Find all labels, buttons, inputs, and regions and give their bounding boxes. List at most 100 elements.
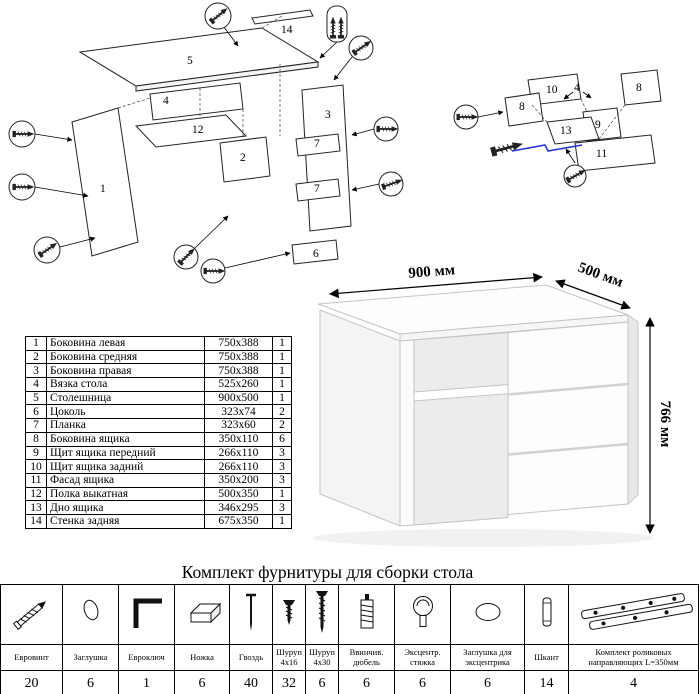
part-qty: 2 (272, 404, 292, 420)
part-size: 350x110 (204, 431, 273, 447)
part-label-10: 10 (546, 84, 558, 96)
hardware-qty: 4 (568, 670, 699, 694)
part-size: 750x388 (204, 363, 273, 379)
part-number: 2 (25, 349, 47, 365)
drawer-seam-1 (507, 382, 629, 396)
hardware-qty: 6 (62, 670, 119, 694)
part-label-11: 11 (596, 148, 607, 160)
part-number: 14 (25, 513, 47, 529)
dimension-width-label: 900 мм (408, 262, 456, 282)
part-size: 323x74 (204, 404, 273, 420)
hardware-qty: 40 (229, 670, 273, 694)
hardware-icon-cell (524, 584, 569, 645)
part-size: 750x388 (204, 349, 273, 365)
hardware-icon-cell (305, 584, 339, 645)
hardware-qty: 6 (450, 670, 525, 694)
part-qty: 1 (272, 513, 292, 529)
desk-exploded-diagram: 5 14 4 12 2 3 7 7 6 1 (8, 2, 404, 284)
part-size: 675x350 (204, 513, 273, 529)
cam-lock-icon (412, 596, 433, 627)
wood-dowel-icon (542, 597, 551, 627)
desk-body (317, 284, 639, 527)
part-qty: 6 (272, 431, 292, 447)
cap-icon (83, 599, 98, 621)
drawer-facade-panel (574, 134, 656, 172)
middle-side-panel (219, 136, 271, 183)
hardware-name: Ножка (174, 644, 230, 671)
tabletop-edge (135, 61, 319, 92)
part-qty: 3 (272, 500, 292, 515)
hardware-qtys-row: 20 6 1 6 40 32 6 6 6 6 14 4 (0, 670, 699, 694)
part-label-9: 9 (595, 119, 601, 131)
part-qty: 1 (272, 377, 292, 392)
hardware-name: Гвоздь (229, 644, 273, 671)
part-number: 5 (25, 390, 47, 406)
hardware-name: Заглушка для эксцентрика (450, 644, 525, 671)
hardware-qty: 1 (118, 670, 175, 694)
part-label-14: 14 (281, 24, 293, 36)
drawer-exploded-diagram: 10 8 8 9 13 11 4 (453, 69, 662, 188)
confirmat-screw-icon (12, 601, 46, 630)
part-name: Цоколь (46, 404, 205, 420)
hardware-icon-cell (118, 584, 175, 645)
hardware-qty: 32 (272, 670, 306, 694)
part-number: 4 (25, 377, 47, 392)
hardware-name: Шуруп 4x16 (272, 644, 306, 671)
hardware-table: Евровинт Заглушка Евроключ Ножка Гвоздь … (0, 584, 699, 694)
hardware-qty: 6 (305, 670, 339, 694)
drawer-seam-2 (507, 442, 629, 456)
hardware-qty: 14 (524, 670, 569, 694)
part-name: Стенка задняя (46, 513, 205, 529)
part-number: 10 (25, 459, 47, 474)
part-number: 7 (25, 418, 47, 433)
threaded-dowel-icon (360, 594, 373, 629)
desk-render: 900 мм 500 мм 766 мм (313, 260, 673, 547)
roller-guide-highlight (511, 144, 583, 152)
part-number: 8 (25, 431, 47, 447)
part-number: 1 (25, 336, 47, 351)
part-label-1: 1 (100, 183, 106, 195)
hardware-icon-cell (229, 584, 273, 645)
hardware-name: Евровинт (0, 644, 63, 671)
drawer-side-right (620, 69, 662, 106)
part-qty: 1 (272, 349, 292, 365)
hardware-icons-row (0, 584, 699, 645)
part-name: Полка выкатная (46, 486, 205, 502)
drawer-unit-front (507, 321, 629, 516)
part-number: 11 (25, 472, 47, 488)
part-label-4: 4 (163, 95, 169, 107)
screw-large-icon (316, 591, 328, 633)
nail-icon (246, 593, 256, 631)
dimension-depth-label: 500 мм (576, 260, 625, 291)
part-name: Боковина левая (46, 336, 205, 351)
drawer-bottom-panel (546, 116, 600, 145)
part-number: 3 (25, 363, 47, 379)
part-label-3: 3 (325, 109, 331, 121)
hardware-icon-cell (394, 584, 451, 645)
hardware-kit-title: Комплект фурнитуры для сборки стола (181, 562, 474, 582)
desk-right-face (627, 314, 639, 506)
part-name: Планка (46, 418, 205, 433)
hardware-name: Шуруп 4x30 (305, 644, 339, 671)
part-number: 12 (25, 486, 47, 502)
back-wall-panel (251, 9, 314, 25)
part-label-7b: 7 (314, 183, 320, 195)
screw-small-icon (283, 600, 295, 625)
part-name: Щит ящика задний (46, 459, 205, 474)
floor-shadow (313, 529, 653, 547)
roller-slide-icon (580, 593, 693, 630)
hardware-qty: 6 (174, 670, 230, 694)
part-label-4b: 4 (574, 82, 580, 94)
hardware-icon-cell (174, 584, 230, 645)
hardware-name: Шкант (524, 644, 569, 671)
